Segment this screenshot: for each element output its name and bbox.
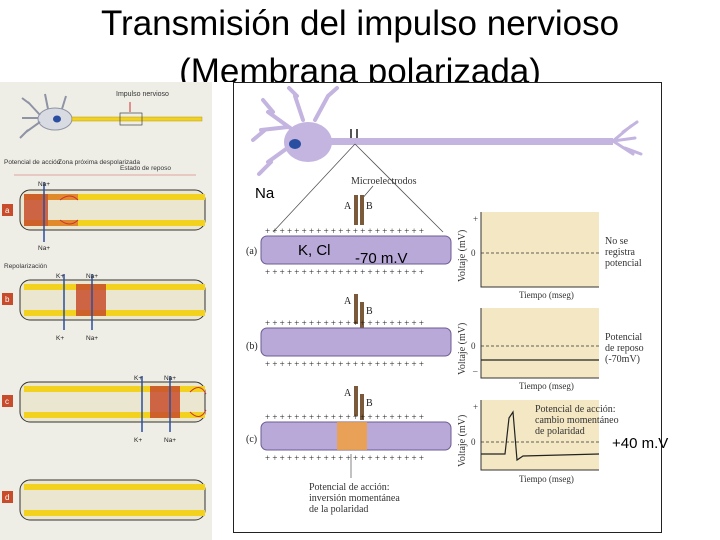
rf-panel-b: A B (b) + + + + + + + + + + + + + + + + … [246,294,644,391]
label-minus-70mv: -70 m.V [355,250,408,267]
rf-a-yaxis: Voltaje (mV) [457,230,468,282]
label-k-cl: K, Cl [298,242,331,259]
rf-c-caption-3: de la polaridad [309,504,368,515]
rf-c-minus-row: + + + + + + + + + + + + + + + + + + + + … [265,453,424,463]
right-neuron [251,86,643,233]
rf-c-yaxis: Voltaje (mV) [457,415,468,467]
panel-c-na-top: Na+ [164,375,176,382]
rf-panel-a: A B (a) + + + + + + + + + + + + + + + + … [246,195,642,300]
rf-panel-b-letter: (b) [246,341,258,352]
rf-electrode-a-3: A [344,388,352,399]
panel-a: a Na+ Na+ [2,181,206,252]
panel-b-letter: b [5,295,10,304]
rf-c-note-2: cambio momentáneo [535,415,619,426]
rf-b-xaxis: Tiempo (mseg) [519,381,574,391]
panel-c-k-top: K+ [134,375,142,382]
microelectrodes-label: Microelectrodos [351,176,417,187]
panel-d: d [2,479,206,521]
rf-c-xaxis: Tiempo (mseg) [519,474,574,484]
col-zone-label: Zona próxima despolarizada [58,159,140,166]
rf-electrode-b-3: B [366,398,373,409]
panel-c-letter: c [5,397,9,406]
panel-a-na-bottom: Na+ [38,245,50,252]
action-potential-trace [481,410,600,462]
panel-a-na-top: Na+ [38,181,50,188]
rf-panel-a-letter: (a) [246,246,257,257]
rf-b-yaxis: Voltaje (mV) [457,323,468,375]
panel-d-letter: d [5,493,9,502]
panel-b-na-bottom: Na+ [86,335,98,342]
rf-a-minus-row: + + + + + + + + + + + + + + + + + + + + … [265,267,424,277]
rf-b-minus: – [472,366,478,376]
col-rest-label: Estado de reposo [120,165,171,172]
label-na: Na [255,185,275,202]
rf-c-note-1: Potencial de acción: [535,404,616,415]
rf-b-note-1: Potencial [605,332,642,343]
rf-a-plus-row: + + + + + + + + + + + + + + + + + + + + … [265,226,424,236]
rf-b-plus-row: + + + + + + + + + + + + + + + + + + + + … [265,318,424,328]
rf-b-note-2: de reposo [605,343,644,354]
panel-b-na-top: Na+ [86,273,98,280]
rf-a-note-3: potencial [605,258,642,269]
rf-a-note-2: registra [605,247,636,258]
rf-electrode-a-2: A [344,296,352,307]
label-plus-40mv: +40 m.V [612,435,669,452]
impulse-label: Impulso nervioso [116,91,169,98]
rf-c-caption-2: inversión momentánea [309,493,400,504]
rf-b-zero: 0 [471,341,476,351]
rf-c-plus-row: + + + + + + + + + + + + + + + + + + + + … [265,412,424,422]
panel-c: c K+ Na+ K+ Na+ [2,375,207,444]
right-figure: Microelectrodos A B (a) + + + + + + + + … [233,82,662,533]
col-action-label: Potencial de acción [4,159,61,166]
rf-c-zero: 0 [471,437,476,447]
panel-b-k-bottom: K+ [56,335,64,342]
panel-a-letter: a [5,206,10,215]
rf-b-minus-row: + + + + + + + + + + + + + + + + + + + + … [265,359,424,369]
slide-title-line1: Transmisión del impulso nervioso [100,4,620,43]
panel-b-k-top: K+ [56,273,64,280]
rf-electrode-a-1: A [344,201,352,212]
rf-a-zero: 0 [471,248,476,258]
left-neuron [19,93,203,139]
rf-panel-c-letter: (c) [246,434,257,445]
rf-electrode-b-1: B [366,201,373,212]
rf-c-plus: + [473,402,478,412]
rf-panel-c: A B (c) + + + + + + + + + + + + + + + + … [246,386,619,515]
rf-electrode-b-2: B [366,306,373,317]
rf-c-caption-1: Potencial de acción: [309,482,390,493]
rf-b-note-3: (-70mV) [605,354,640,365]
panel-c-na-bottom: Na+ [164,437,176,444]
rf-a-note-1: No se [605,236,629,247]
rf-c-note-3: de polaridad [535,426,585,437]
panel-b: b K+ Na+ K+ Na+ [2,273,206,342]
panel-c-k-bottom: K+ [134,437,142,444]
slide-title-line2: (Membrana polarizada) [179,52,541,82]
rf-a-xaxis: Tiempo (mseg) [519,290,574,300]
rf-a-plus: + [473,214,478,224]
repolarization-label: Repolarización [4,263,47,270]
left-figure: Impulso nervioso Potencial de acción Zon… [0,82,212,540]
